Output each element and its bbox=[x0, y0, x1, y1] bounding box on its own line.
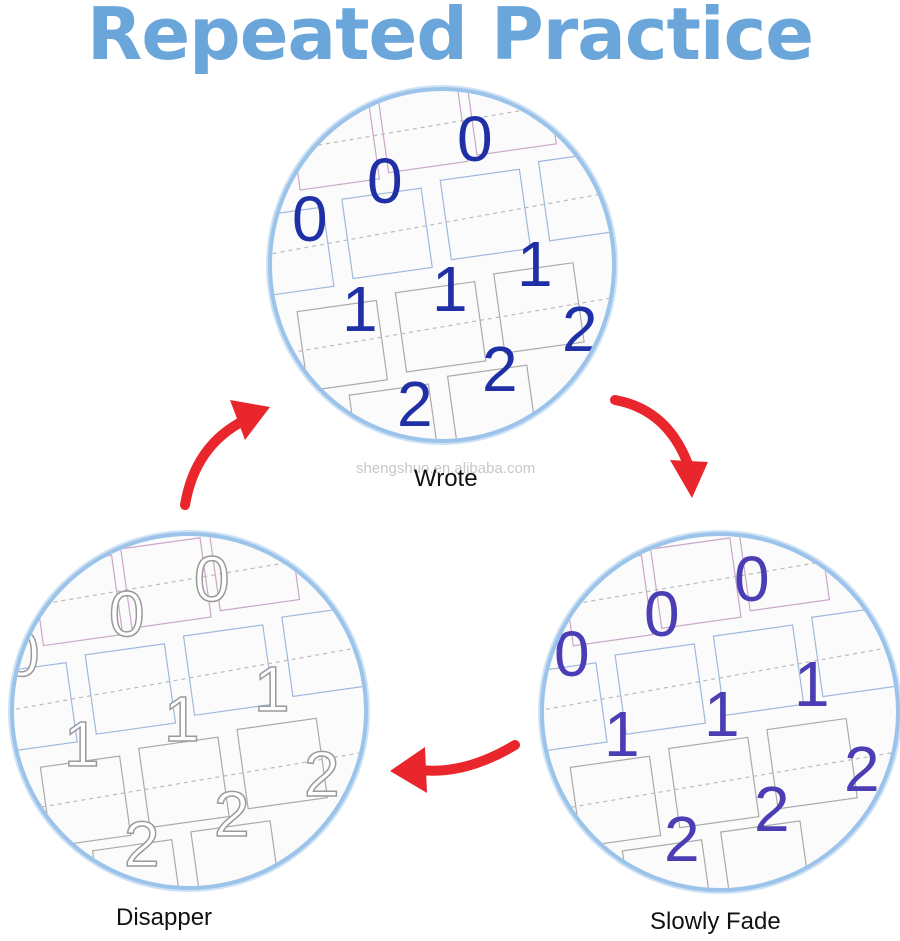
caption-disappear: Disapper bbox=[116, 904, 213, 931]
digit-zero: 0 bbox=[292, 183, 328, 255]
practice-grid-wrote: 0 0 0 1 1 1 2 2 2 bbox=[272, 91, 612, 439]
digits-wrote: 0 0 0 1 1 1 2 2 2 bbox=[292, 103, 598, 439]
digit-zero: 0 bbox=[109, 578, 145, 650]
digit-two: 2 bbox=[844, 733, 880, 805]
digit-zero: 0 bbox=[14, 618, 40, 690]
practice-grid-disappear: 0 0 0 1 1 1 2 2 2 bbox=[14, 536, 364, 886]
digit-two: 2 bbox=[397, 368, 433, 439]
digits-fade: 0 0 0 1 1 1 2 2 2 bbox=[554, 543, 880, 875]
digit-zero: 0 bbox=[367, 145, 403, 217]
digit-one: 1 bbox=[517, 228, 553, 300]
page-title: Repeated Practice bbox=[86, 0, 814, 76]
disappear-stage-image: 0 0 0 1 1 1 2 2 2 bbox=[10, 532, 368, 890]
digit-two: 2 bbox=[304, 738, 340, 810]
watermark-text: shengshuo.en.alibaba.com bbox=[356, 460, 536, 477]
arrow-up-right-icon bbox=[180, 400, 270, 510]
digit-two: 2 bbox=[754, 773, 790, 845]
caption-slowly-fade: Slowly Fade bbox=[650, 908, 781, 935]
digit-one: 1 bbox=[342, 273, 378, 345]
wrote-stage-image: 0 0 0 1 1 1 2 2 2 bbox=[268, 87, 616, 443]
digit-two: 2 bbox=[214, 778, 250, 850]
digit-two: 2 bbox=[562, 293, 598, 365]
digit-two: 2 bbox=[664, 803, 700, 875]
digit-zero: 0 bbox=[554, 618, 590, 690]
arrow-right-down-icon bbox=[610, 395, 708, 498]
digit-one: 1 bbox=[704, 678, 740, 750]
digit-zero: 0 bbox=[457, 103, 493, 175]
digit-two: 2 bbox=[124, 808, 160, 880]
digit-one: 1 bbox=[64, 708, 100, 780]
slowly-fade-stage-image: 0 0 0 1 1 1 2 2 2 bbox=[540, 532, 900, 892]
digit-one: 1 bbox=[794, 648, 830, 720]
digit-zero: 0 bbox=[734, 543, 770, 615]
digit-zero: 0 bbox=[644, 578, 680, 650]
digit-zero: 0 bbox=[194, 543, 230, 615]
practice-grid-fade: 0 0 0 1 1 1 2 2 2 bbox=[544, 536, 896, 888]
digits-disappear: 0 0 0 1 1 1 2 2 2 bbox=[14, 542, 340, 881]
digit-one: 1 bbox=[254, 653, 290, 725]
digit-one: 1 bbox=[604, 698, 640, 770]
arrow-left-icon bbox=[390, 740, 520, 793]
caption-wrote: Wrote bbox=[414, 465, 478, 492]
digit-two: 2 bbox=[482, 333, 518, 405]
digit-one: 1 bbox=[432, 253, 468, 325]
digit-one: 1 bbox=[164, 683, 200, 755]
